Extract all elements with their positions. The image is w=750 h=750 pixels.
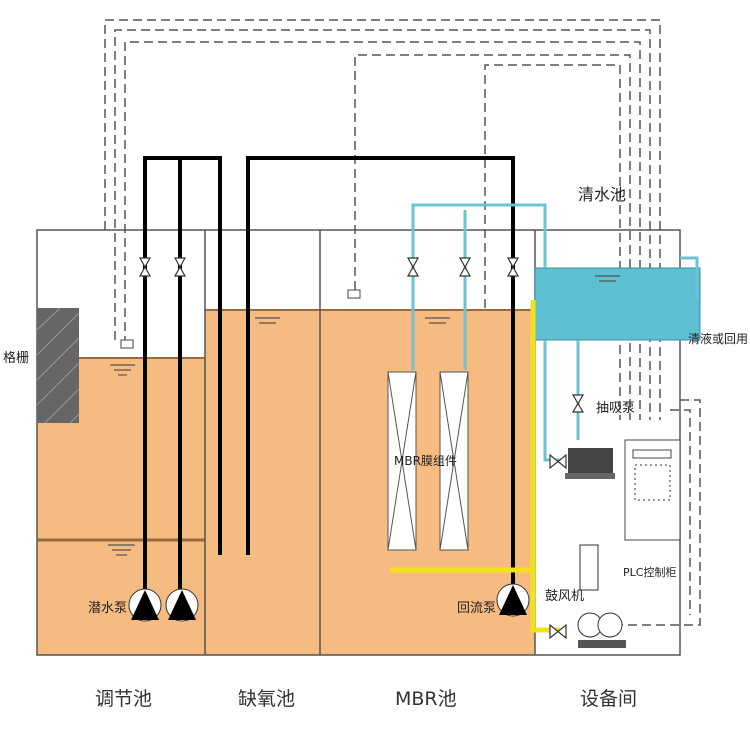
plc-cabinet-icon (624, 439, 681, 541)
clear-tank-label: 清水池 (578, 185, 626, 204)
section-regulating: 调节池 (95, 688, 152, 710)
section-mbr: MBR池 (395, 688, 457, 710)
pump-icons (128, 583, 530, 622)
suction-pump-icon (565, 448, 615, 479)
section-equipment: 设备间 (580, 688, 637, 710)
valve-icons (138, 257, 585, 640)
clear-water-tank (534, 267, 701, 341)
section-anoxic: 缺氧池 (238, 688, 295, 710)
return-pump-label: 回流泵 (457, 601, 496, 616)
level-sensor-icon (347, 289, 361, 299)
clear-out-label: 清液或回用 (688, 331, 748, 346)
plc-label: PLC控制柜 (623, 565, 676, 579)
membrane-label: MBR膜组件 (394, 454, 457, 468)
level-sensor-icon (120, 339, 134, 349)
suction-pump-label: 抽吸泵 (596, 401, 635, 416)
water-level-marks (108, 275, 620, 556)
membrane-modules (387, 371, 469, 551)
blower-label: 鼓风机 (545, 589, 584, 604)
submersible-pump-label: 潜水泵 (88, 601, 127, 616)
blower-icon (577, 544, 626, 648)
anoxic-tank-water (205, 310, 320, 655)
sludge-pipes (143, 156, 515, 595)
permeate-pipe (411, 203, 547, 370)
screen-label: 格栅 (3, 350, 29, 366)
screen-grille (36, 307, 80, 424)
